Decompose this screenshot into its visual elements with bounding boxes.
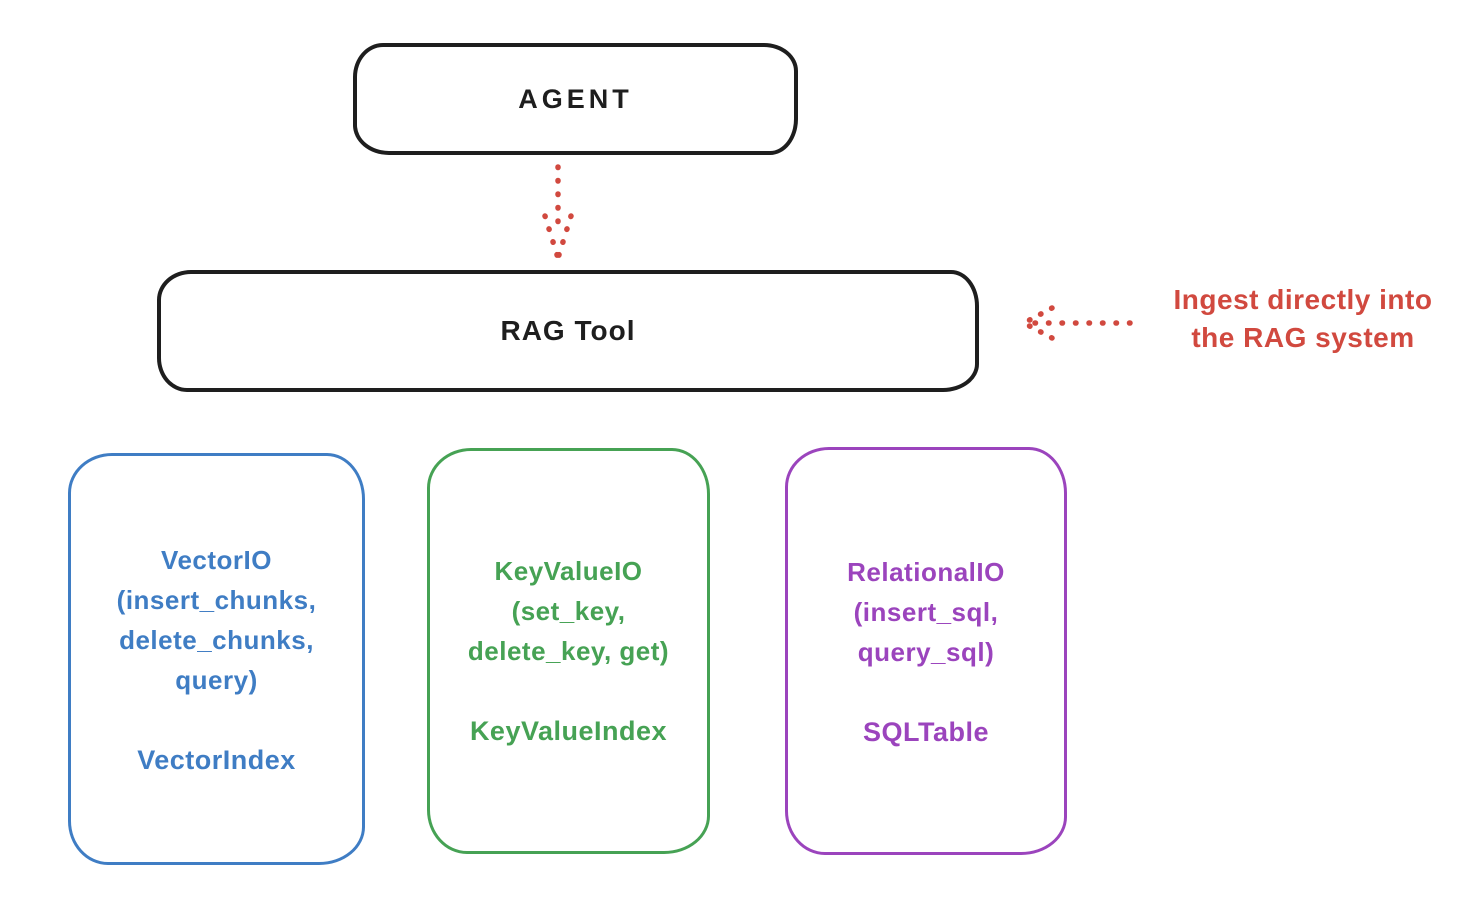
vector-io-line: query) bbox=[175, 665, 258, 695]
vector-io-line: VectorIO bbox=[161, 545, 272, 575]
keyvalue-io-line: delete_key, get) bbox=[467, 636, 670, 666]
ingest-annotation: Ingest directly into the RAG system bbox=[1138, 281, 1468, 357]
relational-io-line: query_sql) bbox=[857, 637, 995, 667]
keyvalue-io-line: KeyValueIO bbox=[494, 556, 643, 586]
agent-label: AGENT bbox=[518, 83, 633, 114]
rag-tool-label: RAG Tool bbox=[500, 315, 636, 346]
ingest-annotation-line1: Ingest directly into bbox=[1173, 284, 1433, 315]
relational-io-line: (insert_sql, bbox=[853, 597, 999, 627]
keyvalue-io-line: (set_key, bbox=[511, 596, 626, 626]
ingest-annotation-line2: the RAG system bbox=[1191, 322, 1415, 353]
ingest-arrow-icon bbox=[1021, 305, 1133, 341]
vector-io-line: delete_chunks, bbox=[119, 625, 314, 655]
relational-io-node: RelationalIO (insert_sql, query_sql) SQL… bbox=[785, 447, 1067, 855]
keyvalue-index-label: KeyValueIndex bbox=[469, 716, 668, 746]
agent-to-ragtool-arrow-icon bbox=[542, 164, 574, 261]
vector-io-line: (insert_chunks, bbox=[116, 585, 317, 615]
keyvalue-io-node: KeyValueIO (set_key, delete_key, get) Ke… bbox=[427, 448, 710, 854]
vector-io-node: VectorIO (insert_chunks, delete_chunks, … bbox=[68, 453, 365, 865]
vector-index-label: VectorIndex bbox=[137, 745, 296, 775]
relational-io-line: RelationalIO bbox=[847, 557, 1005, 587]
rag-tool-node: RAG Tool bbox=[157, 270, 979, 392]
sql-table-label: SQLTable bbox=[862, 717, 989, 747]
agent-node: AGENT bbox=[353, 43, 798, 155]
